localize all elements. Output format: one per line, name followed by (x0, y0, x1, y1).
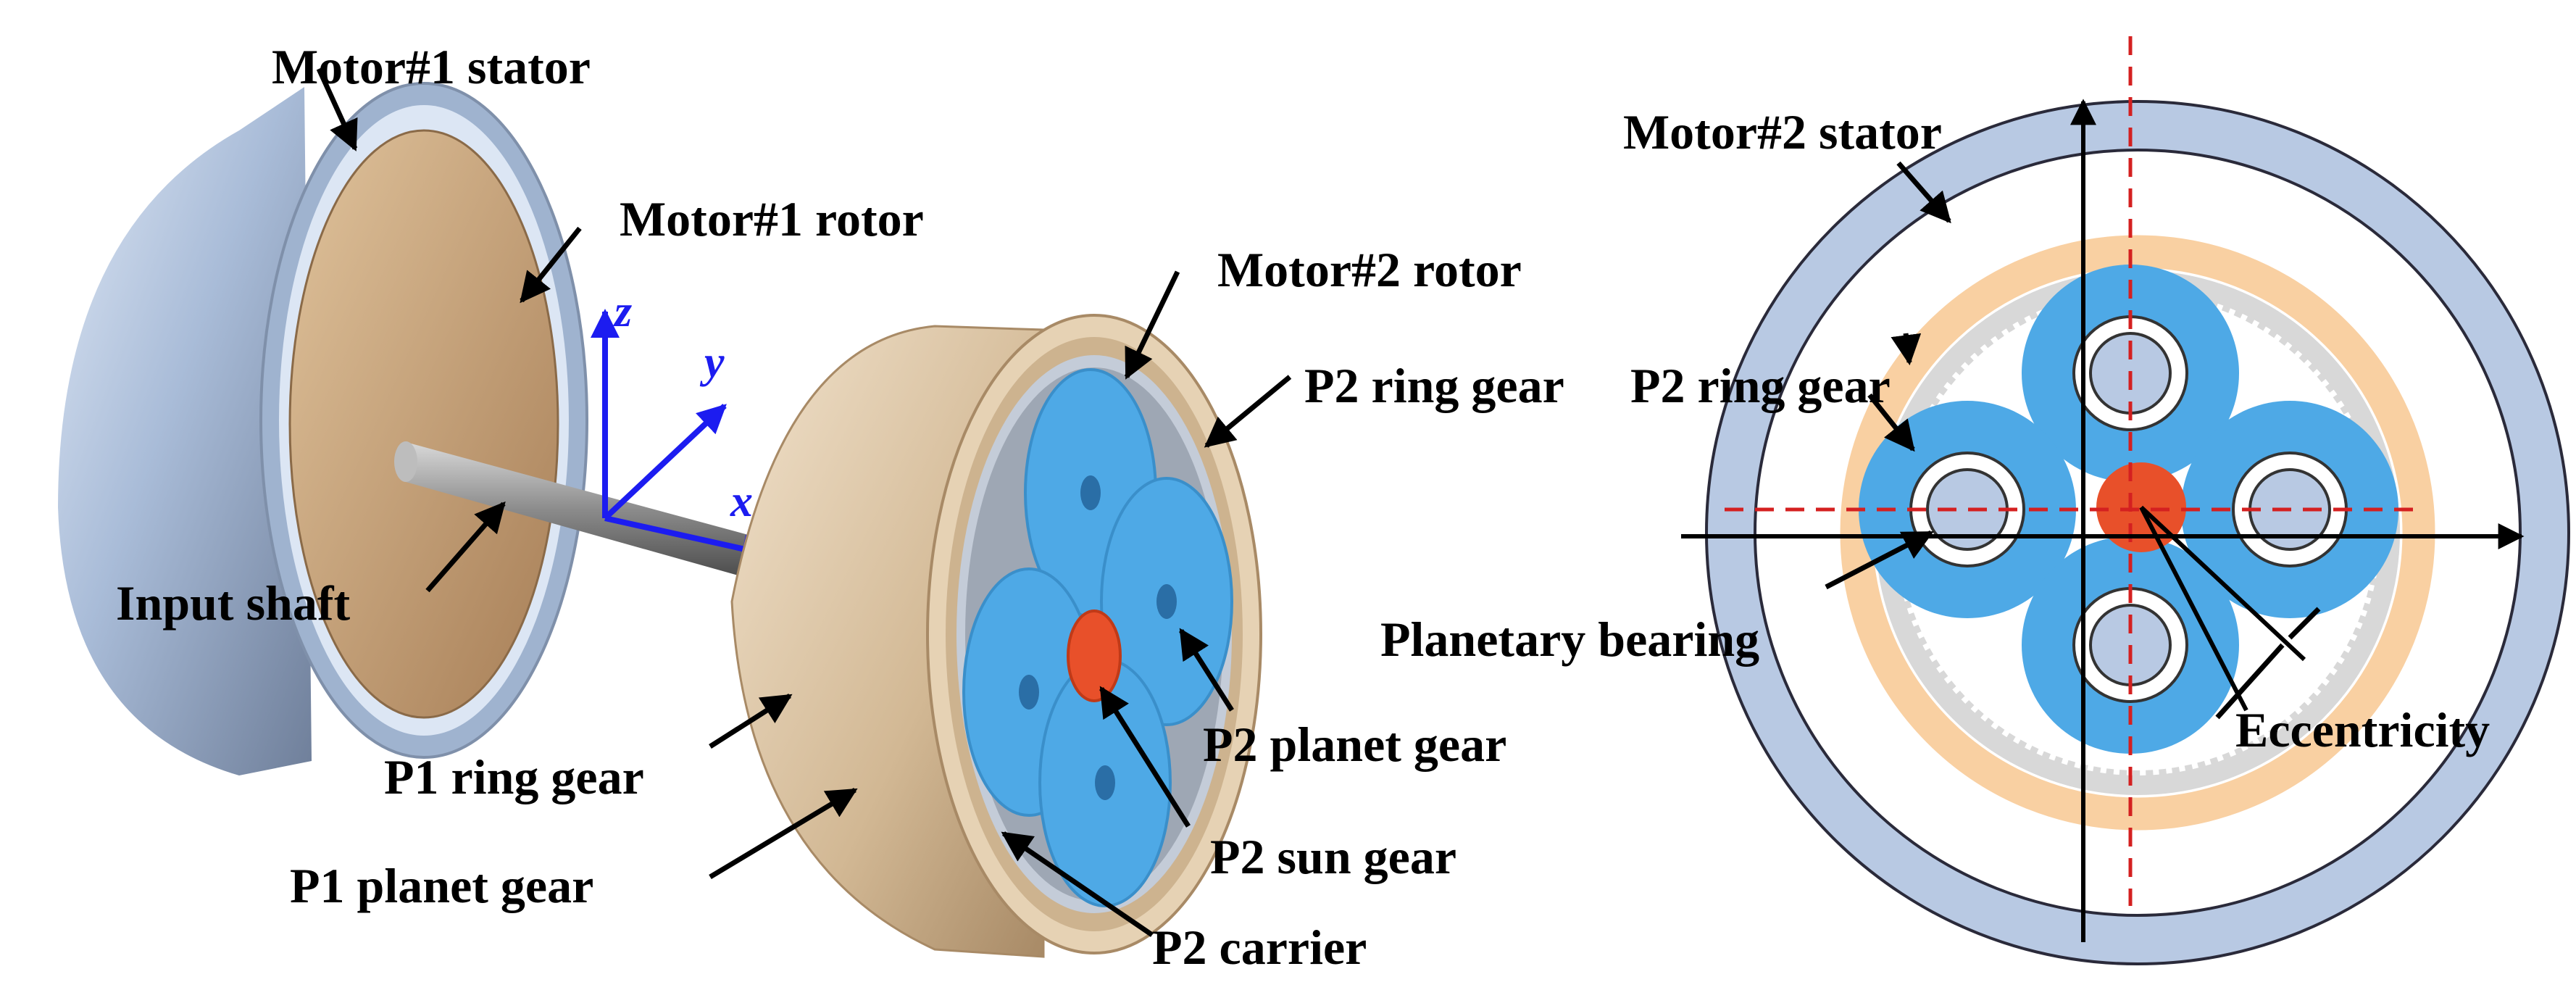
section-axes (1681, 99, 2525, 942)
labels: Motor#1 stator Motor#1 rotor Input shaft… (116, 39, 2490, 975)
input-shaft (394, 441, 754, 580)
label-motor1-stator: Motor#1 stator (272, 39, 591, 94)
coordinate-axes: z y x (591, 287, 771, 563)
label-planetary-bearing: Planetary bearing (1380, 612, 1759, 667)
axis-y-label: y (699, 338, 725, 387)
label-p1-planet-gear: P1 planet gear (290, 858, 593, 913)
axis-z-label: z (613, 287, 632, 336)
label-motor2-stator: Motor#2 stator (1623, 104, 1942, 159)
label-p2-ring-gear: P2 ring gear (1304, 358, 1564, 413)
label-motor2-rotor: Motor#2 rotor (1217, 242, 1522, 297)
label-p2-sun-gear: P2 sun gear (1210, 829, 1456, 884)
label-motor1-rotor: Motor#1 rotor (620, 191, 924, 246)
center-lines (1725, 36, 2413, 906)
motor1-rotor (288, 129, 559, 719)
label-p2-planet-gear: P2 planet gear (1203, 717, 1506, 772)
motor2-rotor-section (1840, 235, 2435, 831)
label-eccentricity: Eccentricity (2235, 702, 2490, 757)
label-p1-ring-gear: P1 ring gear (384, 749, 644, 804)
label-p2-carrier: P2 carrier (1152, 920, 1367, 975)
eccentricity-dimension (2139, 505, 2321, 720)
label-input-shaft: Input shaft (116, 575, 350, 631)
axis-x-label: x (730, 477, 753, 526)
p2-sun-gear-3d (1067, 610, 1122, 702)
label-p2-ring-gear-right: P2 ring gear (1630, 358, 1891, 413)
leader-lines (316, 67, 1951, 937)
